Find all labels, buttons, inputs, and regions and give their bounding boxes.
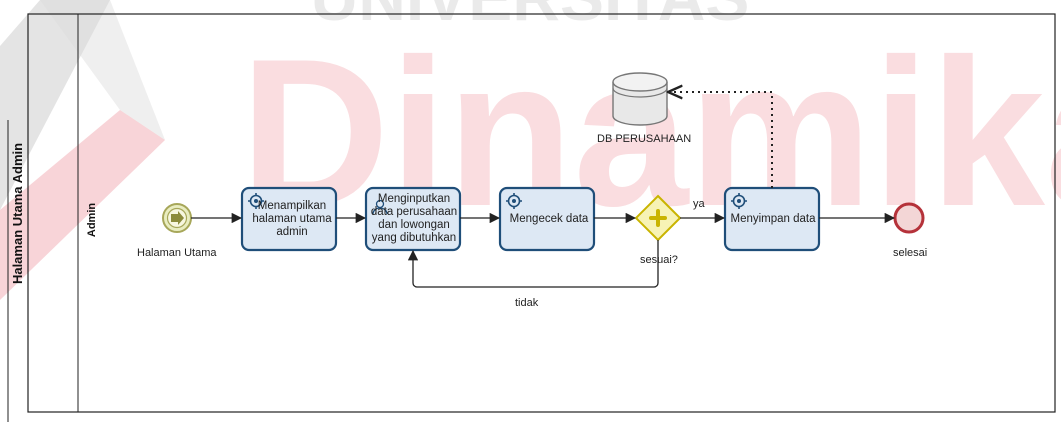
start-event-label: Halaman Utama xyxy=(137,247,217,259)
task-menyimpan-label: Menyimpan data xyxy=(730,212,816,225)
user-icon xyxy=(372,199,388,215)
message-icon xyxy=(171,211,184,225)
task-mengecek-label: Mengecek data xyxy=(509,212,589,225)
flow-label-no: tidak xyxy=(515,297,539,309)
sequence-flows xyxy=(191,92,896,288)
pool-title: Halaman Utama Admin xyxy=(10,142,26,284)
gear-icon xyxy=(506,193,522,209)
gear-icon xyxy=(248,193,264,209)
task-menampilkan-label: Menampilkan halaman utama admin xyxy=(252,199,332,238)
datastore-label: DB PERUSAHAAN xyxy=(597,133,692,145)
end-event[interactable] xyxy=(893,202,925,234)
task-menginputkan-label: Menginputkan data perusahaan dan lowonga… xyxy=(370,193,458,244)
pool-border xyxy=(27,13,1056,413)
flow-label-yes: ya xyxy=(693,198,705,210)
watermark-top-text: UNIVERSITAS xyxy=(311,0,750,34)
datastore-db-perusahaan[interactable] xyxy=(612,72,668,126)
plus-icon xyxy=(649,209,667,227)
gateway-label: sesuai? xyxy=(640,254,678,266)
watermark: UNIVERSITAS Dinamika xyxy=(0,0,1061,300)
start-event[interactable] xyxy=(162,203,192,233)
lane-title: Admin xyxy=(86,202,99,238)
end-event-label: selesai xyxy=(893,247,928,259)
gear-icon xyxy=(731,193,747,209)
